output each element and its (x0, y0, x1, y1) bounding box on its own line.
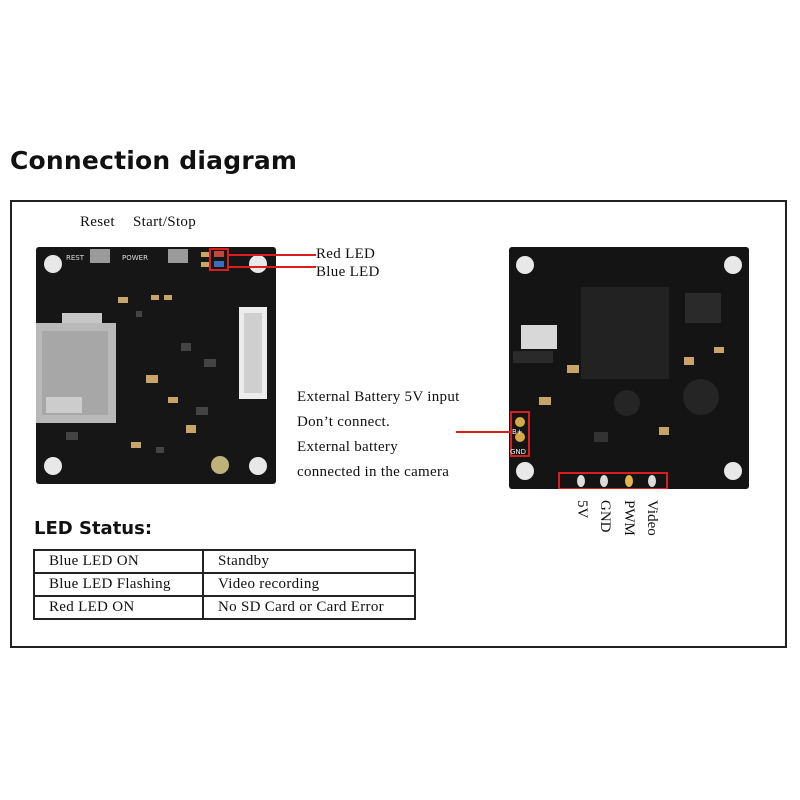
start-stop-label: Start/Stop (133, 214, 197, 230)
blue-led-label: Blue LED (316, 264, 380, 280)
pin-video (648, 475, 656, 487)
led-state: Blue LED ON (33, 549, 204, 574)
led-meaning: Video recording (202, 572, 416, 597)
camera-board-back: B+ GND (509, 247, 749, 489)
b-plus-silkscreen: B+ (512, 428, 523, 436)
red-led (214, 251, 224, 257)
pin-pwm (625, 475, 633, 487)
mounting-hole (249, 255, 267, 273)
table-row: Red LED ON No SD Card or Card Error (33, 595, 416, 620)
pin-5v (577, 475, 585, 487)
battery-pad-box (510, 411, 530, 457)
reset-label: Reset (80, 214, 115, 230)
buzzer (211, 456, 229, 474)
pin-label-5v: 5V (574, 500, 590, 519)
pin-label-gnd: GND (597, 500, 613, 533)
mounting-hole (249, 457, 267, 475)
led-status-table: Blue LED ON Standby Blue LED Flashing Vi… (33, 549, 416, 620)
table-row: Blue LED ON Standby (33, 549, 416, 574)
camera-board-front: REST POWER (36, 247, 276, 484)
diagram-frame (10, 200, 787, 648)
battery-note-line: External battery (297, 439, 399, 455)
led-state: Red LED ON (33, 595, 204, 620)
start-stop-button (168, 249, 188, 263)
blue-led (214, 261, 224, 267)
battery-note-line: connected in the camera (297, 464, 450, 480)
power-silkscreen: POWER (122, 254, 148, 262)
pin-label-video: Video (644, 500, 660, 536)
led-highlight-box (209, 248, 229, 271)
red-led-label: Red LED (316, 246, 376, 262)
mounting-hole (44, 457, 62, 475)
led-meaning: No SD Card or Card Error (202, 595, 416, 620)
led-status-heading: LED Status: (34, 518, 153, 539)
reset-button (90, 249, 110, 263)
mounting-hole (44, 255, 62, 273)
pin-gnd (600, 475, 608, 487)
battery-note-line: Don’t connect. (297, 414, 391, 430)
led-state: Blue LED Flashing (33, 572, 204, 597)
page-title: Connection diagram (10, 146, 298, 175)
gnd-silkscreen: GND (510, 448, 526, 456)
pin-label-pwm: PWM (621, 500, 637, 536)
led-pointer-lines (228, 254, 316, 268)
battery-note-line: External Battery 5V input (297, 389, 460, 405)
led-meaning: Standby (202, 549, 416, 574)
battery-pointer-line (456, 431, 511, 433)
pin-header-box (558, 472, 668, 489)
rest-silkscreen: REST (66, 254, 85, 262)
main-chip (581, 287, 669, 379)
table-row: Blue LED Flashing Video recording (33, 572, 416, 597)
